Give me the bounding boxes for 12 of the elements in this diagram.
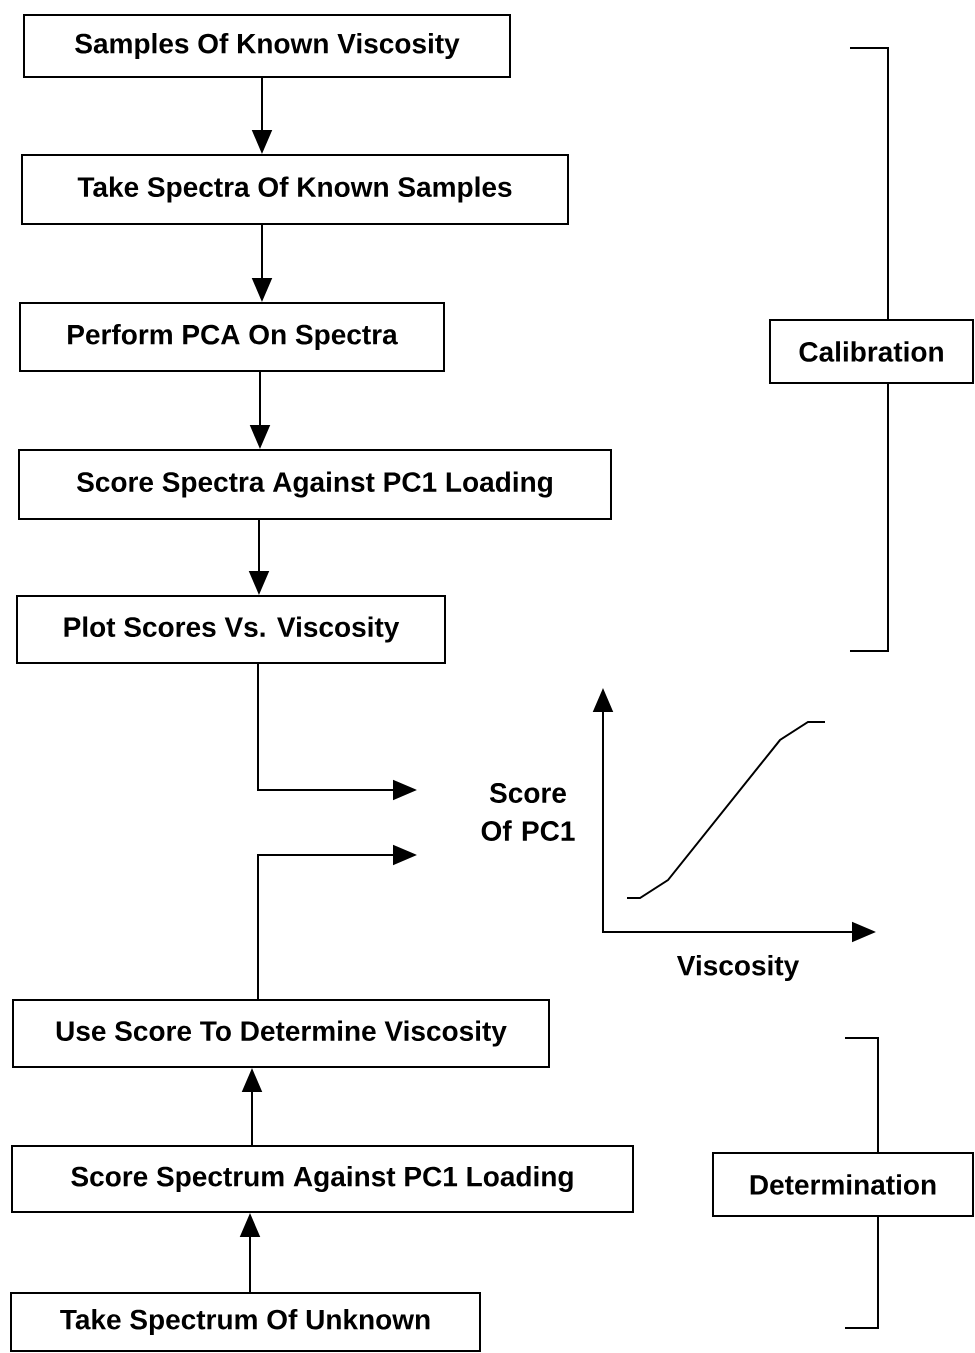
process-box: Calibration — [769, 319, 974, 384]
axis-label: Viscosity — [676, 954, 800, 982]
process-box: Samples Of Known Viscosity — [23, 14, 511, 78]
axis-label: Score Of PC1 — [481, 783, 575, 841]
process-box: Plot Scores Vs. Viscosity — [16, 595, 446, 664]
process-box: Score Spectrum Against PC1 Loading — [11, 1145, 634, 1213]
process-box: Determination — [712, 1152, 974, 1217]
process-box: Perform PCA On Spectra — [19, 302, 445, 372]
process-box: Take Spectra Of Known Samples — [21, 154, 569, 225]
process-box: Use Score To Determine Viscosity — [12, 999, 550, 1068]
process-box: Take Spectrum Of Unknown — [10, 1292, 481, 1352]
process-box: Score Spectra Against PC1 Loading — [18, 449, 612, 520]
